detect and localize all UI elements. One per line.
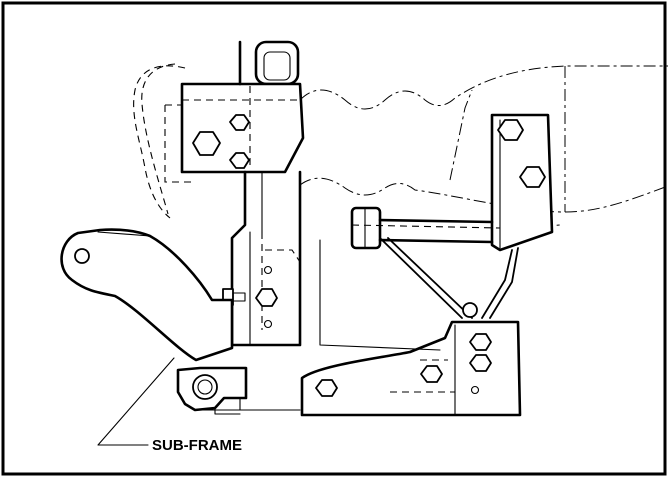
brace-tube	[350, 206, 519, 319]
square-tube	[254, 40, 300, 86]
lower-plate-hex-bolt	[255, 288, 278, 307]
sub-frame-callout: SUB-FRAME	[97, 357, 242, 454]
upper-plate-bolts	[192, 114, 250, 169]
sub-frame-mount	[176, 366, 301, 415]
right-bracket	[300, 239, 522, 417]
sub-frame-label: SUB-FRAME	[152, 437, 242, 454]
left-arm	[60, 228, 234, 362]
frame-mount-plate	[490, 113, 554, 252]
left-bracket	[180, 40, 305, 347]
frame-rail-outline	[299, 65, 668, 226]
bumper-outline	[133, 63, 205, 219]
